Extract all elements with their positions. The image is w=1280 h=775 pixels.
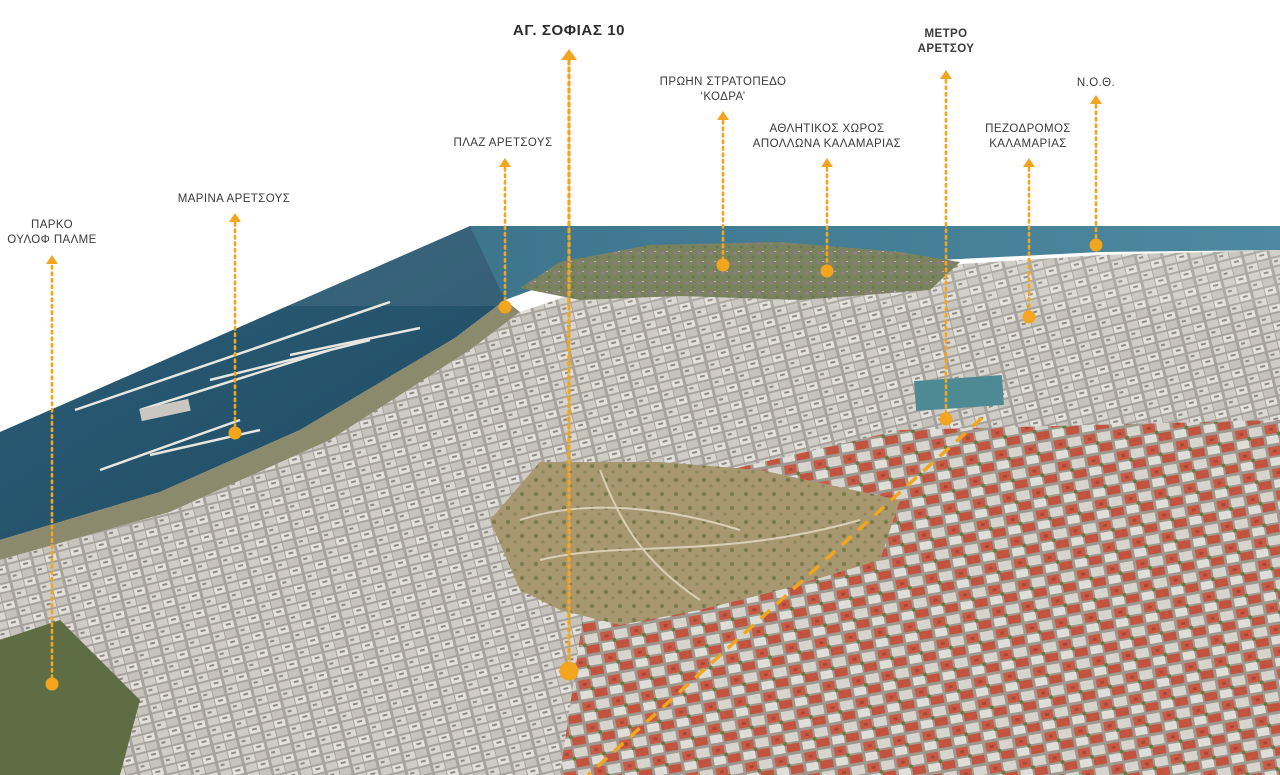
label-park-olof-palme: ΠΑΡΚΟ ΟΥΛΟΦ ΠΑΛΜΕ [7,218,96,248]
coastal-park [0,620,140,775]
label-marina-aretsous: ΜΑΡΙΝΑ ΑΡΕΤΣΟΥΣ [178,192,291,207]
label-line: ΑΓ. ΣΟΦΙΑΣ 10 [512,22,626,39]
label-line: ΠΕΖΟΔΡΟΜΟΣ [985,123,1071,135]
label-noth: Ν.Ο.Θ. [1077,76,1115,91]
label-line: ΜΕΤΡΟ [924,28,968,40]
marina-piers [74,300,421,472]
leader-marina-aretsous [228,213,242,440]
marina-dock [139,398,191,422]
label-kalamaria-pedestrian-street: ΠΕΖΟΔΡΟΜΟΣ ΚΑΛΑΜΑΡΙΑΣ [985,122,1071,152]
label-line: ΑΡΕΤΣΟΥ [917,43,975,55]
haze [0,226,1280,306]
label-line: Ν.Ο.Θ. [1076,77,1116,89]
label-line: ΚΑΛΑΜΑΡΙΑΣ [989,138,1067,150]
leader-main-address [559,49,579,681]
kodra-hill [520,242,960,300]
leader-plaz-aretsous [498,158,512,314]
leader-former-kodra-camp [716,111,730,272]
label-line: ΟΥΛΟΦ ΠΑΛΜΕ [7,234,97,246]
leader-noth [1089,95,1103,252]
label-main-address: ΑΓ. ΣΟΦΙΑΣ 10 [513,23,625,38]
leader-park-olof-palme [45,255,59,691]
route-line [586,416,984,775]
label-former-kodra-camp: ΠΡΩΗΝ ΣΤΡΑΤΟΠΕΔΟ ‘ΚΟΔΡΑ’ [660,75,787,105]
label-line: ΑΠΟΛΛΩΝΑ ΚΑΛΑΜΑΡΙΑΣ [752,138,902,150]
label-line: ΜΑΡΙΝΑ ΑΡΕΤΣΟΥΣ [177,193,291,205]
leader-metro-aretsous [939,70,953,426]
label-plaz-aretsous: ΠΛΑΖ ΑΡΕΤΣΟΥΣ [454,136,553,151]
label-metro-aretsous: ΜΕΤΡΟ ΑΡΕΤΣΟΥ [918,27,975,57]
label-line: ΠΑΡΚΟ [31,219,73,231]
label-line: ΑΘΛΗΤΙΚΟΣ ΧΩΡΟΣ [769,123,885,135]
leader-apollon-sports-ground [820,158,834,278]
label-apollon-sports-ground: ΑΘΛΗΤΙΚΟΣ ΧΩΡΟΣ ΑΠΟΛΛΩΝΑ ΚΑΛΑΜΑΡΙΑΣ [753,122,901,152]
field-paths [519,469,861,601]
label-line: ΠΛΑΖ ΑΡΕΤΣΟΥΣ [453,137,553,149]
stadium-pool [914,374,1004,412]
leader-kalamaria-pedestrian-street [1022,158,1036,324]
label-line: ΠΡΩΗΝ ΣΤΡΑΤΟΠΕΔΟ [659,76,787,88]
label-line: ‘ΚΟΔΡΑ’ [700,91,746,103]
